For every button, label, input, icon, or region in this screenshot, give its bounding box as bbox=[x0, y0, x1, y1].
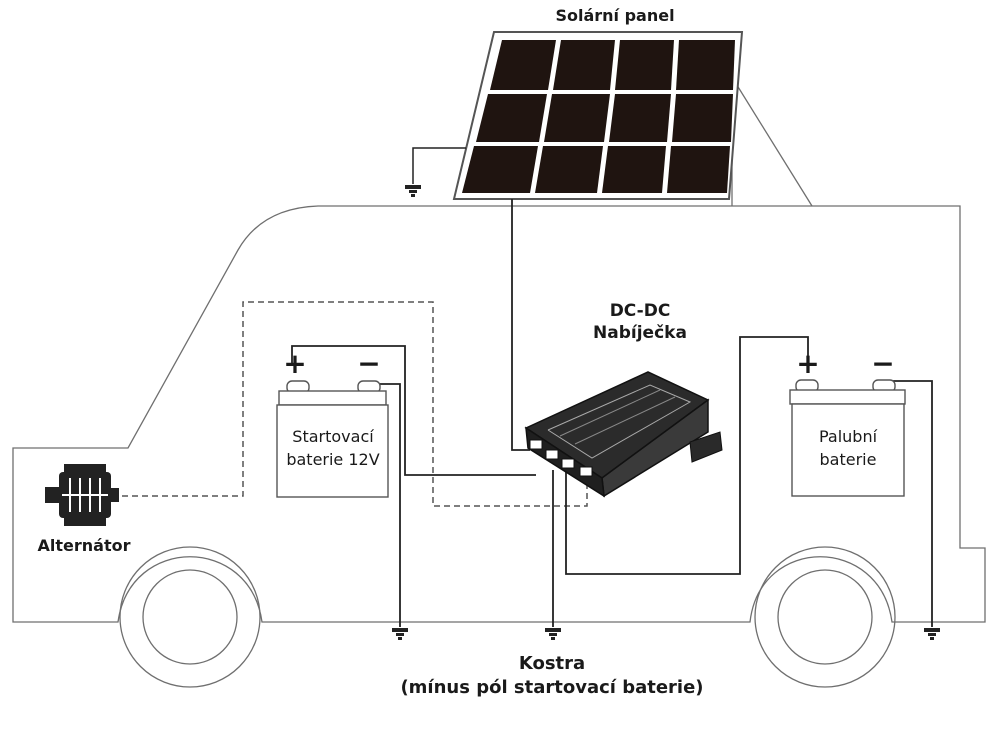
panel-ground bbox=[405, 147, 466, 197]
house-battery: Palubní baterie + − bbox=[789, 347, 906, 497]
alternator-link bbox=[122, 301, 588, 507]
start-battery-label-line2: baterie 12V bbox=[286, 450, 379, 469]
dcdc-charger bbox=[524, 371, 723, 498]
start-battery-minus-symbol: − bbox=[357, 347, 380, 380]
start-battery-label-line1: Startovací bbox=[292, 427, 374, 446]
house-battery-plus-symbol: + bbox=[796, 347, 819, 380]
house-battery-label-line2: baterie bbox=[820, 450, 877, 469]
ground-label-line2: (mínus pól startovací baterie) bbox=[400, 677, 703, 698]
wiring bbox=[291, 199, 933, 627]
solar-panel bbox=[452, 31, 744, 200]
alternator-label: Alternátor bbox=[38, 536, 131, 555]
rear-wheel bbox=[754, 546, 896, 688]
alternator bbox=[45, 464, 119, 526]
start-battery: Startovací baterie 12V + − bbox=[276, 347, 389, 498]
wire-house-plus bbox=[565, 336, 809, 575]
house-battery-minus-symbol: − bbox=[871, 347, 894, 380]
vehicle-outline bbox=[12, 205, 986, 623]
dcdc-label-line2: Nabíječka bbox=[593, 323, 687, 343]
wire-solar-to-charger bbox=[511, 199, 530, 451]
solar-panel-label: Solární panel bbox=[555, 6, 674, 25]
wire-house-minus bbox=[880, 380, 933, 627]
panel-support bbox=[731, 81, 813, 207]
ground-symbol-house bbox=[924, 628, 940, 640]
start-battery-plus-symbol: + bbox=[283, 347, 306, 380]
front-wheel bbox=[119, 546, 261, 688]
ground-label-line1: Kostra bbox=[519, 653, 585, 674]
ground-symbol-charger bbox=[545, 628, 561, 640]
dcdc-label-line1: DC-DC bbox=[610, 301, 671, 321]
ground-symbol-start bbox=[392, 628, 408, 640]
solar-cells bbox=[462, 40, 735, 193]
wire-start-plus bbox=[291, 345, 536, 476]
house-battery-label-line1: Palubní bbox=[819, 427, 878, 446]
